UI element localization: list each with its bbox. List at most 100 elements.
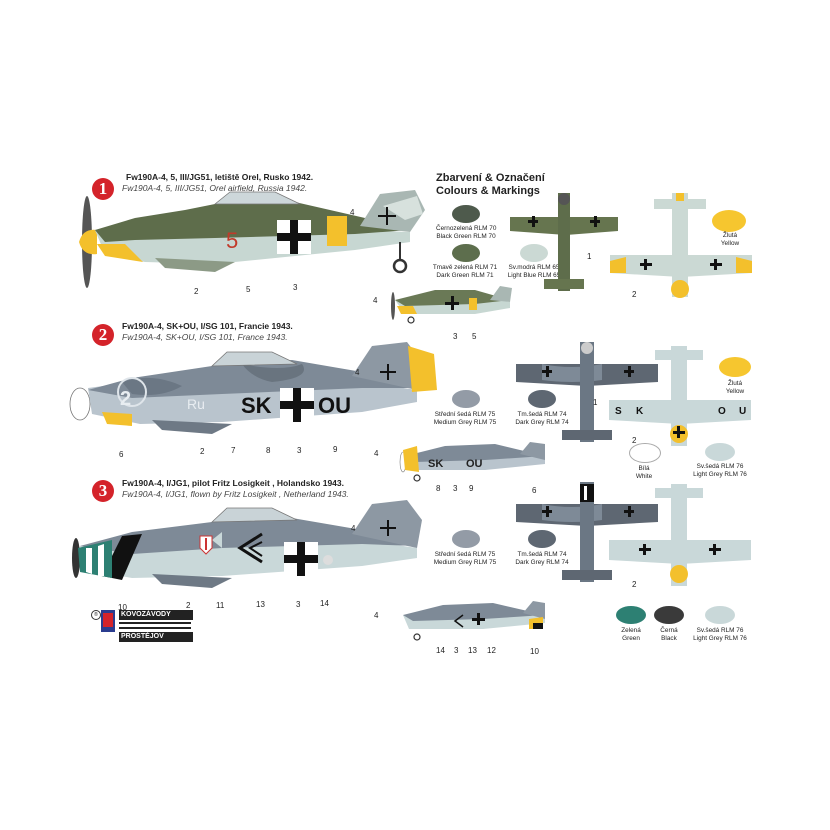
- fuselage-code-1: 5: [226, 228, 239, 253]
- callout-3-f: 3: [296, 600, 301, 609]
- callout-2-c: 2: [200, 447, 205, 456]
- swatch-green: [616, 606, 646, 624]
- balkenkreuz-icon: [280, 388, 314, 422]
- callout-1-d: 3: [293, 283, 298, 292]
- aircraft-1-top-view: [510, 193, 618, 291]
- callout-2-small-a: 4: [374, 449, 379, 458]
- scheme-number: 3: [98, 481, 108, 500]
- chevron-marking-icon: [237, 532, 263, 564]
- legend-title-cz: Zbarvení & Označení: [436, 172, 545, 184]
- callout-1-small-a: 4: [373, 296, 378, 305]
- callout-3-small-a: 4: [374, 611, 379, 620]
- callout-1-b: 2: [194, 287, 199, 296]
- wing-code-1: S: [615, 406, 622, 417]
- callout-1-c: 5: [246, 285, 251, 294]
- scheme-1-title-cz: Fw190A-4, 5, III/JG51, letiště Orel, Rus…: [126, 172, 314, 182]
- swatch-yellow: [719, 357, 751, 377]
- scheme-number: 1: [98, 179, 108, 198]
- scheme-2-badge: 2: [92, 324, 114, 346]
- swatch-medium-grey: [452, 530, 480, 548]
- callout-3-c: 2: [186, 601, 191, 610]
- scheme-1-title-en: Fw190A-4, 5, III/JG51, Orel airfield, Ru…: [122, 183, 308, 193]
- logo-shield-icon: [101, 610, 115, 632]
- callout-1-small-b: 3: [453, 332, 458, 341]
- fuselage-code-right-2: OU: [318, 393, 351, 418]
- swatch-light-grey: [705, 606, 735, 624]
- callout-1-small-c: 5: [472, 332, 477, 341]
- aircraft-3-bottom-view: [609, 484, 751, 586]
- callout-2-b: 6: [119, 450, 124, 459]
- callout-3-b: 10: [118, 603, 127, 612]
- legend-title-en: Colours & Markings: [436, 185, 540, 197]
- swatch-white: [629, 443, 661, 463]
- swatch-light-blue: [520, 244, 548, 262]
- callout-3-small-c: 3: [454, 646, 459, 655]
- callout-planform-4: 2: [632, 436, 637, 445]
- callout-1-a: 4: [350, 208, 355, 217]
- callout-3-a: 4: [351, 524, 356, 533]
- aircraft-2-bottom-view: [609, 346, 751, 446]
- scheme-3-title-cz: Fw190A-4, I/JG1, pilot Fritz Losigkeit ,…: [122, 478, 345, 488]
- callout-planform-3: 1: [593, 398, 598, 407]
- callout-3-small-b: 14: [436, 646, 445, 655]
- logo-line-2: PROSTĚJOV: [119, 632, 193, 642]
- unit-emblem-icon: [199, 535, 213, 555]
- swatch-light-grey: [705, 443, 735, 461]
- swatch-black-green: [452, 205, 480, 223]
- callout-planform-2: 2: [632, 290, 637, 299]
- scheme-2-title-en: Fw190A-4, SK+OU, I/SG 101, France 1943.: [122, 332, 288, 342]
- swatch-dark-green: [452, 244, 480, 262]
- callout-2-small-c: 3: [453, 484, 458, 493]
- callout-2-small-d: 9: [469, 484, 474, 493]
- aircraft-3-small-profile: [403, 601, 545, 641]
- scheme-3-title-en: Fw190A-4, I/JG1, flown by Fritz Losigkei…: [122, 489, 349, 499]
- callout-2-e: 8: [266, 446, 271, 455]
- aircraft-2-small-profile: [399, 442, 545, 482]
- callout-3-small-e: 12: [487, 646, 496, 655]
- callout-3-g: 14: [320, 599, 329, 608]
- aircraft-1-small-profile: [391, 286, 512, 324]
- nose-numeral-2: 2: [120, 388, 132, 410]
- small-code-left-2: SK: [428, 458, 444, 470]
- scheme-1-badge: 1: [92, 178, 114, 200]
- tail-swastika-icon: [378, 207, 396, 225]
- callout-3-d: 11: [216, 601, 225, 610]
- balkenkreuz-icon: [284, 542, 318, 576]
- aircraft-2-top-view: [516, 342, 658, 442]
- small-code-right-2: OU: [466, 458, 483, 470]
- aircraft-3-top-view: [516, 482, 658, 582]
- wing-code-4: U: [739, 406, 747, 417]
- callout-planform-5: 2: [632, 580, 637, 589]
- callout-3-e: 13: [256, 600, 265, 609]
- registered-icon: ®: [91, 610, 101, 620]
- aircraft-2-profile: [69, 342, 437, 434]
- side-code-2: Ru: [187, 396, 205, 412]
- callout-2-small-e: 6: [532, 486, 537, 495]
- scheme-number: 2: [98, 325, 108, 344]
- tail-swastika-icon: [380, 364, 396, 380]
- swatch-dark-grey: [528, 390, 556, 408]
- scheme-3-badge: 3: [92, 480, 114, 502]
- callout-planform-1: 1: [587, 252, 592, 261]
- fuselage-code-left-2: SK: [241, 393, 272, 418]
- wing-code-3: O: [718, 406, 726, 417]
- kovozavody-logo: ® KOVOZÁVODY PROSTĚJOV: [91, 610, 193, 650]
- callout-3-small-f: 10: [530, 647, 539, 656]
- logo-line-1: KOVOZÁVODY: [119, 610, 193, 620]
- swatch-medium-grey: [452, 390, 480, 408]
- scheme-2-title-cz: Fw190A-4, SK+OU, I/SG 101, Francie 1943.: [122, 321, 293, 331]
- callout-2-d: 7: [231, 446, 236, 455]
